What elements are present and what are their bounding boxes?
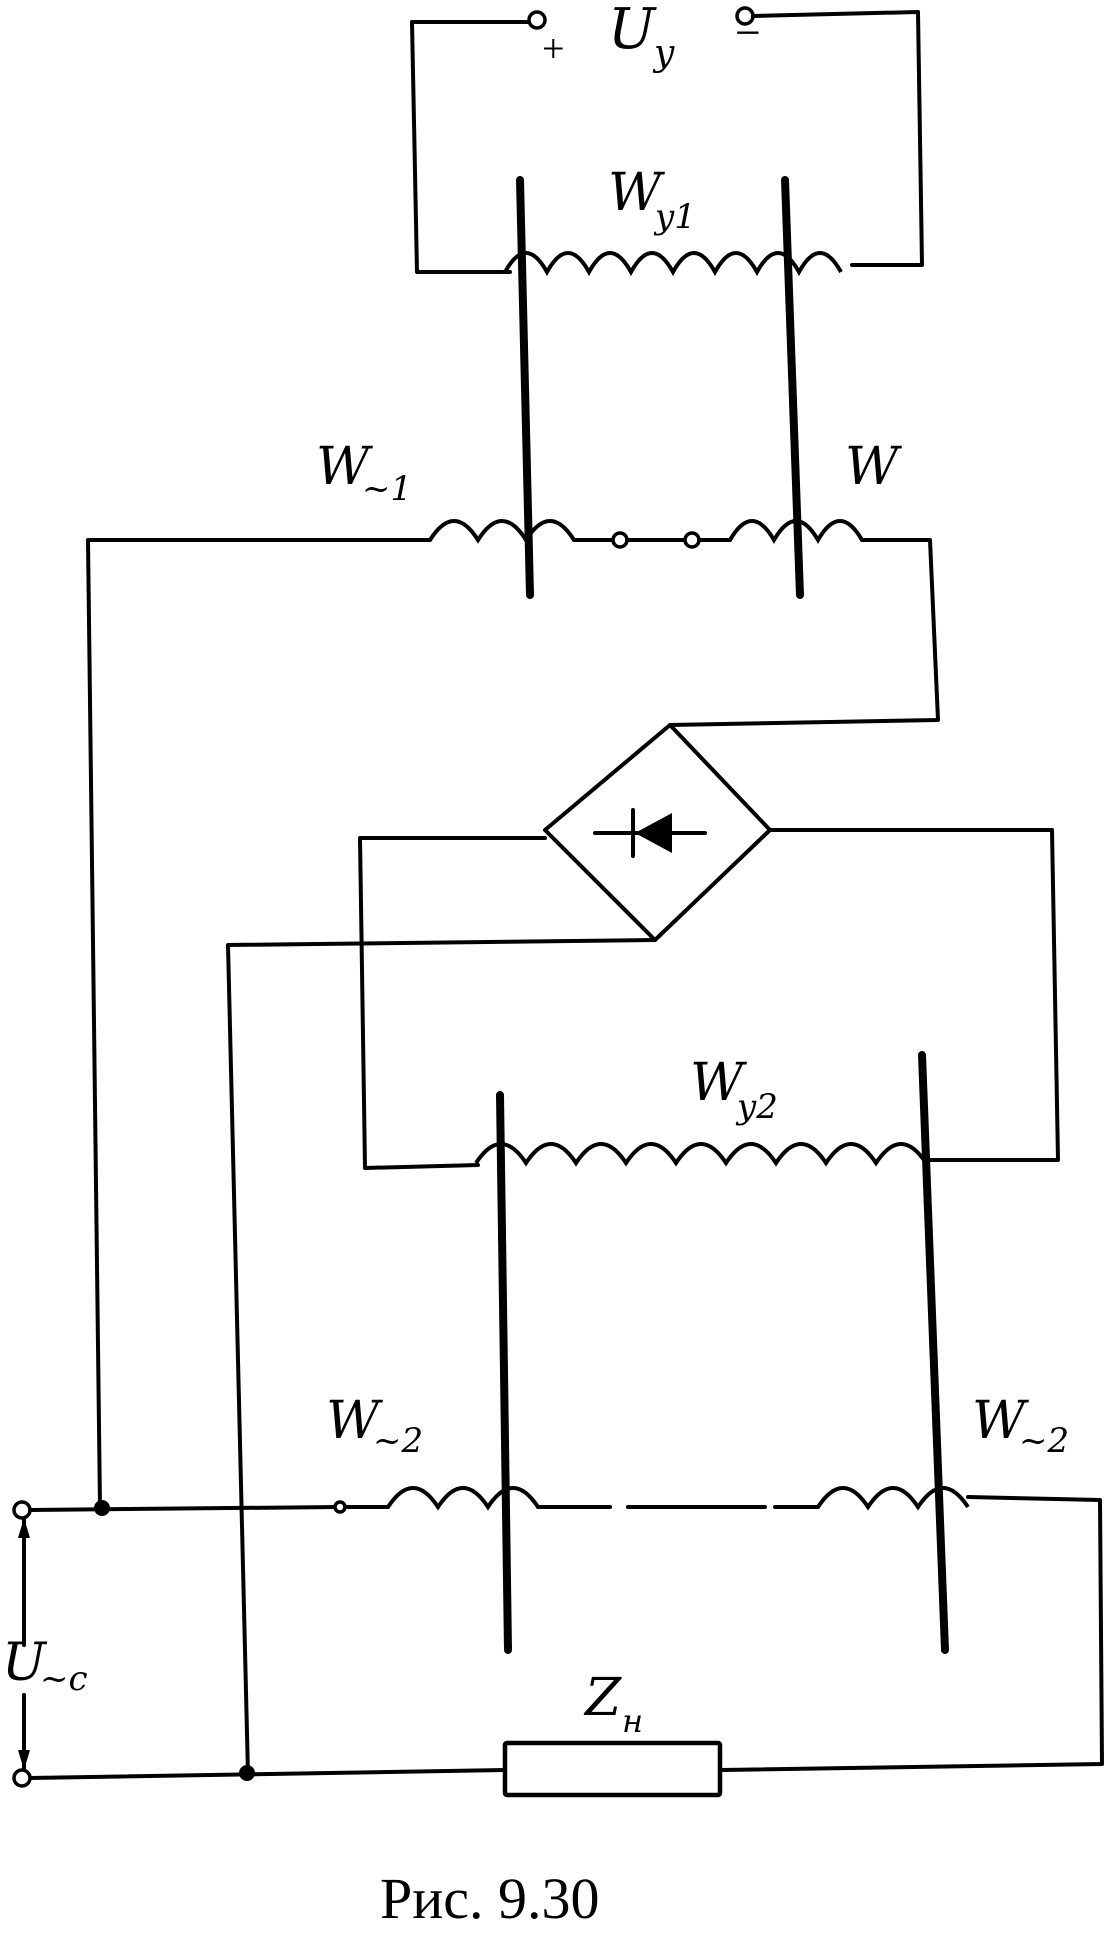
label-wy2-sub: y2: [735, 1087, 778, 1127]
label-w1-sub: ~1: [362, 469, 412, 509]
wire-w1-to-left-bus: [86, 538, 432, 1509]
ac-windings-upper: [86, 519, 940, 1509]
label-w2-right: W: [972, 1391, 1029, 1451]
label-w2-right-sub: ~2: [1019, 1421, 1069, 1461]
core-upper-left: [516, 176, 534, 599]
label-w2-left-sub: ~2: [373, 1421, 423, 1461]
label-uy-sub: y: [652, 33, 675, 74]
label-zn-sub: н: [622, 1702, 643, 1740]
label-uc: U: [2, 1633, 48, 1693]
wire-top-bus: [28, 1505, 340, 1512]
figure-caption: Рис. 9.30: [380, 1866, 600, 1931]
label-w1: W: [316, 437, 373, 497]
label-uy: U: [608, 0, 657, 62]
wire-bridge-bottom: [226, 938, 657, 1777]
terminal-mid-left: [611, 531, 629, 549]
arrow-up-icon: [18, 1518, 30, 1538]
label-wy1-sub: y1: [653, 197, 696, 237]
junction-top: [94, 1500, 110, 1516]
coil-w2-right: [816, 1486, 970, 1511]
wire-bottom-bus: [28, 1768, 507, 1780]
coil-w2-left: [386, 1486, 540, 1511]
label-uc-sub: ~c: [40, 1659, 88, 1699]
label-wy2: W: [690, 1053, 747, 1113]
diode-icon: [635, 813, 672, 853]
label-wy1: W: [608, 163, 665, 223]
core-lower-right: [918, 1051, 949, 1654]
terminal-mid-right: [683, 531, 701, 549]
terminal-uc-bottom: [12, 1768, 32, 1788]
load-resistor: [502, 1740, 723, 1798]
load-circuit: [12, 1516, 723, 1798]
label-w: W: [845, 437, 902, 497]
wire-bridge-left: [358, 836, 547, 1170]
rectifier-bridge: [226, 723, 1060, 1777]
coil-w1: [428, 519, 576, 544]
core-upper-right: [781, 176, 804, 599]
arrow-down-icon: [18, 1750, 30, 1770]
wire-w-to-bridge: [668, 538, 940, 727]
ac-windings-lower: [12, 1486, 1104, 1772]
coil-w: [728, 519, 864, 544]
wire-w2-to-load: [720, 1495, 1104, 1772]
junction-bottom: [239, 1765, 255, 1781]
terminal-uc-top: [12, 1500, 32, 1520]
wire-bridge-right: [768, 828, 1060, 1162]
wire-uy-left: [410, 20, 531, 274]
label-w2-left: W: [326, 1391, 383, 1451]
core-lower-left: [496, 1091, 512, 1654]
wire-uy-right: [751, 10, 924, 267]
label-zn: Z: [583, 1668, 622, 1728]
label-minus: −: [735, 7, 761, 58]
coil-wy2: [474, 1142, 928, 1167]
label-plus: +: [542, 26, 565, 71]
